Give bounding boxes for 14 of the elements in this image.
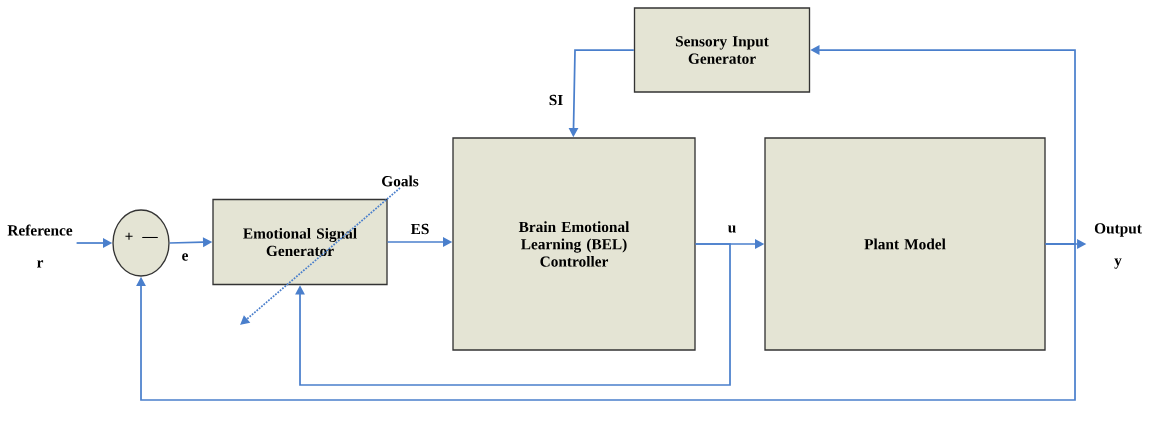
edge-label: e — [182, 253, 188, 261]
edge-label: u — [727, 225, 736, 233]
plant-block: Plant Model — [764, 137, 1046, 351]
controller-block: Brain Emotional Learning (BEL) Controller — [452, 137, 696, 351]
signal-label: Reference r — [7, 224, 73, 268]
edge-label: ES — [410, 223, 429, 235]
summing-junction: + — — [112, 209, 170, 277]
goals-label: Goals — [382, 175, 419, 187]
arrow — [136, 243, 1076, 401]
generator-block: Sensory Input Generator — [633, 7, 811, 93]
signal-label: Output y — [1094, 223, 1142, 269]
edge-label: SI — [549, 94, 563, 106]
generator-block: Emotional Signal Generator — [212, 198, 388, 286]
arrow — [295, 243, 731, 386]
